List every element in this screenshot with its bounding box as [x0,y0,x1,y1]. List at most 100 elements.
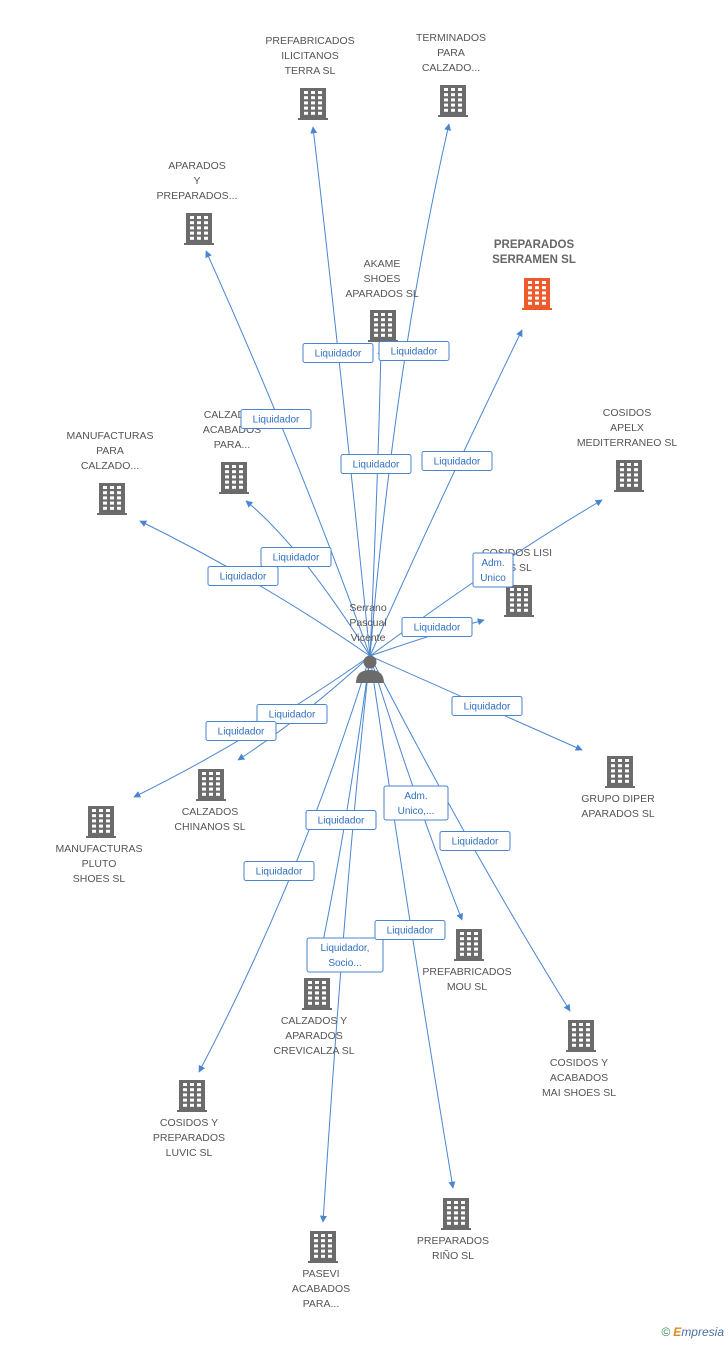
building-icon [184,213,214,245]
company-label: CREVICALZA SL [273,1045,354,1057]
company-label: MANUFACTURAS [67,430,154,442]
relation-label-c9[interactable]: Liquidador [401,617,473,637]
company-node-c16[interactable]: COSIDOS Y PREPARADOS LUVIC SL [153,1080,225,1159]
brand-logo-letter: E [673,1325,682,1339]
company-label: LUVIC SL [166,1147,213,1159]
building-icon [454,929,484,961]
company-node-c11[interactable]: MANUFACTURAS PLUTO SHOES SL [56,806,143,885]
edge-c1 [310,126,371,657]
relation-text: Liquidador [253,415,300,426]
company-label: TERRA SL [285,65,336,77]
company-node-c12[interactable]: GRUPO DIPER APARADOS SL [581,756,655,820]
relation-text: Unico [480,573,506,584]
company-label: APARADOS [285,1030,343,1042]
company-label: AKAME [364,258,401,270]
edge-c4 [369,329,523,657]
company-label: PREFABRICADOS [422,966,511,978]
relation-text: Liquidador [218,727,265,738]
building-icon [308,1231,338,1263]
relation-label-c14[interactable]: Liquidador,Socio... [306,937,384,973]
relation-label-c17[interactable]: Liquidador [374,920,446,940]
company-node-c4[interactable]: PREPARADOS SERRAMEN SL [492,239,576,310]
company-label: COSIDOS [603,407,651,419]
company-label: APARADOS [168,160,226,172]
company-label: PREPARADOS [153,1132,225,1144]
building-icon [97,483,127,515]
building-icon [177,1080,207,1112]
company-label: SERRAMEN SL [492,254,576,266]
relation-label-c13[interactable]: Adm. Unico,... [383,785,449,821]
company-node-c7[interactable]: MANUFACTURASPARACALZADO... [67,430,154,515]
footer-brand[interactable]: ©Empresia [661,1325,724,1339]
company-node-c18[interactable]: PASEVIACABADOSPARA... [292,1231,350,1310]
relation-label-c11[interactable]: Liquidador [205,721,277,741]
person-label: Vicente [351,632,386,644]
company-node-c2[interactable]: TERMINADOSPARACALZADO... [416,32,486,117]
relation-label-c6[interactable]: Liquidador [260,547,332,567]
company-label: APARADOS SL [581,808,654,820]
relation-text: Unico,... [398,806,435,817]
company-node-c8[interactable]: COSIDOS APELX MEDITERRANEO SL [577,407,678,492]
company-label: PARA [437,47,465,59]
relation-label-c2[interactable]: Liquidador [378,341,450,361]
company-label: SHOES SL [73,873,126,885]
relation-label-c12[interactable]: Liquidador [451,696,523,716]
company-label: MANUFACTURAS [56,843,143,855]
company-node-c6[interactable]: CALZADOSACABADOSPARA... [203,409,261,494]
edge-c18 [319,655,371,1223]
relation-label-c3[interactable]: Liquidador [240,409,312,429]
relation-label-c8[interactable]: Adm.Unico [472,552,514,588]
building-icon [368,310,398,342]
company-label: COSIDOS Y [160,1117,218,1129]
relation-text: Liquidador [256,867,303,878]
company-node-c3[interactable]: APARADOS Y PREPARADOS... [157,160,238,245]
company-label: APELX [610,422,644,434]
company-label: COSIDOS Y [550,1057,608,1069]
building-icon [504,585,534,617]
relation-label-c18[interactable]: Liquidador [305,810,377,830]
relation-label-c10[interactable]: Liquidador [256,704,328,724]
brand-name: mpresia [681,1325,724,1339]
company-label: PREPARADOS [494,239,575,251]
relation-label-c1[interactable]: Liquidador [302,343,374,363]
relation-label-c15[interactable]: Liquidador [439,831,511,851]
company-label: CHINANOS SL [174,821,245,833]
company-label: GRUPO DIPER [581,793,655,805]
relation-text: Adm. [404,791,427,802]
relation-text: Liquidador [220,572,267,583]
edge-c5 [369,347,385,657]
relation-label-c4[interactable]: Liquidador [421,451,493,471]
relation-text: Liquidador [318,816,365,827]
building-icon [605,756,635,788]
building-icon [614,460,644,492]
building-icon [196,769,226,801]
company-label: ACABADOS [292,1283,350,1295]
copyright-icon: © [661,1325,671,1339]
company-label: RIÑO SL [432,1249,474,1262]
relation-text: Liquidador [273,553,320,564]
relation-text: Liquidador [391,347,438,358]
company-label: PLUTO [82,858,117,870]
company-label: ACABADOS [550,1072,608,1084]
company-label: Y [193,175,200,187]
company-label: MEDITERRANEO SL [577,437,678,449]
relation-text: Liquidador [269,710,316,721]
person-label: Serrano [349,602,387,614]
company-label: PREPARADOS... [157,190,238,202]
building-icon [298,88,328,120]
relation-label-c7[interactable]: Liquidador [207,566,279,586]
relation-label-c16[interactable]: Liquidador [243,861,315,881]
relation-text: Liquidador [434,457,481,468]
relation-label-c5[interactable]: Liquidador [340,454,412,474]
relation-text: Liquidador [387,926,434,937]
building-icon [438,85,468,117]
